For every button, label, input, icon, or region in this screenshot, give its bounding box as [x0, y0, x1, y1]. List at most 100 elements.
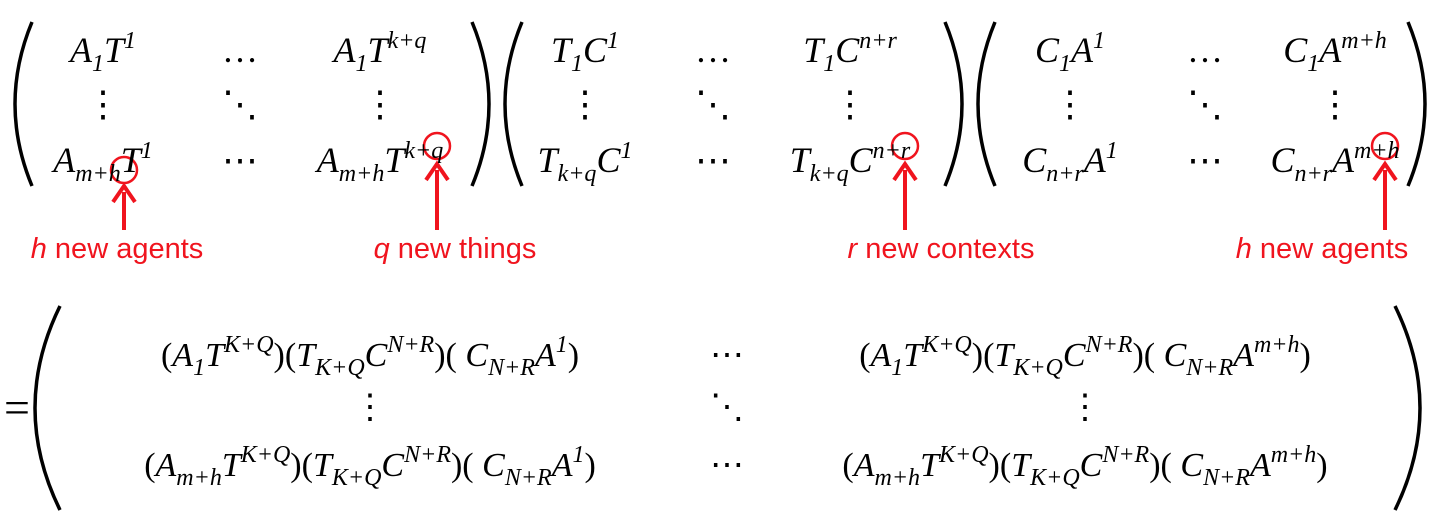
subscript: k+q	[557, 161, 597, 187]
highlight-circle-h2	[1370, 131, 1400, 161]
result-matrix-cell: ⋱	[710, 391, 744, 425]
ellipsis-symbol: …	[222, 30, 258, 70]
highlight-circle-r	[890, 131, 920, 161]
annotation-label: h new agents	[30, 233, 204, 266]
annotation-variable: r	[847, 233, 858, 265]
annotation-label: h new agents	[1235, 233, 1409, 266]
superscript: 1	[1093, 28, 1106, 54]
subscript: m+h	[176, 465, 222, 491]
annotation-label: q new things	[374, 233, 537, 266]
matrix1-cell: ⋱	[222, 86, 258, 122]
superscript: K+Q	[922, 332, 972, 358]
superscript: K+Q	[938, 442, 989, 468]
matrix1-cell: A1T1	[70, 29, 136, 76]
parenthesis: )(	[971, 337, 995, 374]
variable: C	[482, 447, 505, 484]
superscript: K+Q	[240, 442, 291, 468]
subscript: n+r	[1046, 161, 1084, 187]
variable: C	[1022, 140, 1047, 180]
superscript: 1	[607, 28, 620, 54]
parenthesis: )(	[434, 337, 466, 374]
variable: T	[296, 337, 316, 374]
matrix2-cell: ⋯	[695, 142, 731, 178]
parenthesis: )(	[273, 337, 297, 374]
variable: T	[1011, 447, 1031, 484]
ellipsis-symbol: ⋯	[695, 140, 731, 180]
subscript: N+R	[1186, 355, 1234, 381]
superscript: N+R	[404, 442, 451, 468]
matrix2-cell: ⋮	[832, 86, 868, 122]
highlight-circle-q	[422, 131, 452, 161]
matrix2-cell: ⋱	[695, 86, 731, 122]
variable: A	[1233, 337, 1254, 374]
variable: T	[312, 447, 332, 484]
superscript: m+h	[1253, 332, 1300, 358]
variable: A	[870, 337, 892, 374]
superscript: 1	[1105, 138, 1118, 164]
variable: T	[205, 337, 224, 374]
superscript: n+r	[872, 138, 911, 164]
subscript: 1	[1059, 51, 1072, 77]
subscript: N+R	[488, 355, 535, 381]
variable: C	[1062, 337, 1086, 374]
matrix3-cell: ⋮	[1052, 86, 1088, 122]
subscript: 1	[823, 51, 836, 77]
subscript: n+r	[1294, 161, 1333, 187]
annotation-variable: h	[1235, 233, 1252, 265]
parenthesis: )(	[1149, 447, 1181, 484]
parenthesis: (	[842, 447, 854, 484]
variable: C	[848, 140, 873, 180]
result-left-paren	[33, 305, 62, 511]
ellipsis-symbol: ⋯	[1187, 140, 1223, 180]
ellipsis-symbol: ⋮	[1068, 389, 1102, 426]
variable: C	[1270, 140, 1295, 180]
matrix1-cell: …	[222, 32, 258, 68]
parenthesis: (	[859, 337, 871, 374]
ellipsis-symbol: …	[695, 30, 731, 70]
matrix1-cell: Am+hTk+q	[317, 139, 443, 186]
annotation-text: new agents	[1251, 233, 1409, 265]
variable: C	[1034, 30, 1060, 70]
superscript: 1	[620, 138, 633, 164]
matrix1-right-paren	[470, 21, 491, 187]
matrix3-cell: ⋮	[1317, 86, 1353, 122]
matrix2-cell: T1C1	[551, 29, 619, 76]
superscript: K+Q	[223, 332, 274, 358]
matrix1-cell: ⋯	[222, 142, 258, 178]
subscript: N+R	[1203, 465, 1250, 491]
subscript: 1	[1307, 51, 1320, 77]
parenthesis: )	[584, 447, 596, 484]
annotation-text: new things	[389, 233, 537, 265]
matrix3-cell: C1Am+h	[1283, 29, 1387, 76]
superscript: 1	[140, 138, 153, 164]
parenthesis: (	[160, 337, 173, 374]
arrow-up-icon	[1372, 160, 1398, 230]
matrix1-cell: ⋮	[85, 86, 121, 122]
result-matrix-cell: (Am+hTK+Q)(TK+QCN+R)( CN+RAm+h)	[842, 443, 1327, 490]
parenthesis: (	[144, 447, 156, 484]
matrix1-left-paren	[13, 21, 34, 187]
variable: C	[465, 337, 489, 374]
variable: A	[333, 30, 356, 70]
parenthesis: )	[1299, 337, 1311, 374]
superscript: N+R	[1085, 332, 1133, 358]
result-matrix-cell: ⋮	[353, 391, 387, 425]
matrix2-left-paren	[503, 21, 524, 187]
matrix3-cell: Cn+rAm+h	[1270, 139, 1399, 186]
variable: A	[853, 447, 875, 484]
variable: T	[384, 140, 405, 180]
ellipsis-symbol: ⋯	[710, 337, 744, 374]
ellipsis-symbol: ⋱	[710, 389, 744, 426]
annotation-variable: h	[30, 233, 47, 265]
arrow-up-icon	[111, 182, 137, 230]
matrix3-cell: Cn+rA1	[1022, 139, 1118, 186]
variable: A	[53, 140, 76, 180]
variable: C	[835, 30, 860, 70]
parenthesis: )	[567, 337, 580, 374]
matrix2-cell: Tk+qCn+r	[790, 139, 910, 186]
subscript: 1	[91, 51, 104, 77]
arrow-up-icon	[424, 160, 450, 230]
superscript: k+q	[404, 138, 444, 164]
matrix1-cell: Am+hT1	[53, 139, 153, 186]
